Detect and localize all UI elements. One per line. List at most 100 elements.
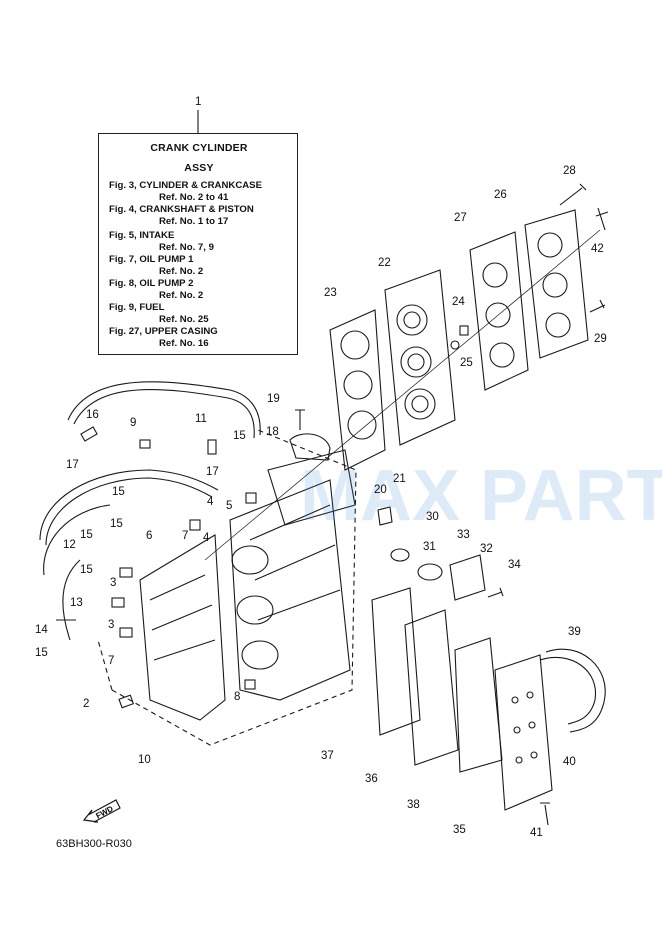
callout-label: 15 bbox=[110, 518, 123, 530]
callout-label: 38 bbox=[407, 799, 420, 811]
callout-label: 27 bbox=[454, 212, 467, 224]
callout-label: 19 bbox=[267, 393, 280, 405]
callout-label: 25 bbox=[460, 357, 473, 369]
callout-label: 39 bbox=[568, 626, 581, 638]
exhaust-cover-35 bbox=[494, 654, 553, 811]
callout-label: 29 bbox=[594, 333, 607, 345]
spark-plug bbox=[595, 207, 609, 231]
gasket-37 bbox=[371, 587, 421, 736]
callout-label: 7 bbox=[182, 530, 189, 542]
callout-label: 15 bbox=[80, 564, 93, 576]
legend-line: Ref. No. 16 bbox=[159, 338, 209, 349]
callout-label: 15 bbox=[35, 647, 48, 659]
callout-label: 17 bbox=[206, 466, 219, 478]
legend-line: Fig. 8, OIL PUMP 2 bbox=[109, 278, 194, 289]
callout-label: 31 bbox=[423, 541, 436, 553]
head-cover bbox=[524, 209, 589, 359]
assembly-dashed-outline bbox=[111, 429, 357, 746]
callout-label: 13 bbox=[70, 597, 83, 609]
callout-label: 12 bbox=[63, 539, 76, 551]
legend-line: Ref. No. 7, 9 bbox=[159, 242, 214, 253]
callout-label: 16 bbox=[86, 409, 99, 421]
legend-line: Ref. No. 2 to 41 bbox=[159, 192, 229, 203]
legend-line: Ref. No. 25 bbox=[159, 314, 209, 325]
thermostat-cover-32 bbox=[449, 554, 486, 601]
callout-label: 28 bbox=[563, 165, 576, 177]
hose-39 bbox=[539, 656, 597, 725]
callout-label: 5 bbox=[226, 500, 233, 512]
callout-label: 11 bbox=[195, 413, 207, 425]
callout-label: 17 bbox=[66, 459, 79, 471]
callout-label: 4 bbox=[203, 532, 210, 544]
callout-label: 15 bbox=[233, 430, 246, 442]
bolt-34 bbox=[487, 587, 504, 598]
cover-holes bbox=[511, 691, 538, 764]
callout-label: 10 bbox=[138, 754, 151, 766]
cylinder-head bbox=[384, 269, 456, 446]
callout-label: 14 bbox=[35, 624, 48, 636]
legend-line: Fig. 4, CRANKSHAFT & PISTON bbox=[109, 204, 254, 215]
callout-label: 40 bbox=[563, 756, 576, 768]
callout-label: 22 bbox=[378, 257, 391, 269]
head-gasket bbox=[329, 309, 386, 471]
hose-lower bbox=[39, 469, 219, 541]
callout-label: 3 bbox=[110, 577, 117, 589]
callout-label: 24 bbox=[452, 296, 465, 308]
bolt-29 bbox=[589, 299, 606, 313]
thermostat-31 bbox=[390, 548, 410, 562]
callout-label: 4 bbox=[207, 496, 214, 508]
callout-label: 32 bbox=[480, 543, 493, 555]
legend-line: Fig. 5, INTAKE bbox=[109, 230, 175, 241]
washer-25 bbox=[450, 340, 460, 350]
legend-line: Fig. 3, CYLINDER & CRANKCASE bbox=[109, 180, 262, 191]
cylinder-block bbox=[229, 479, 351, 701]
callout-label: 2 bbox=[83, 698, 90, 710]
callout-label: 33 bbox=[457, 529, 470, 541]
gasket-33 bbox=[417, 563, 443, 581]
callout-label: 23 bbox=[324, 287, 337, 299]
legend-line: Ref. No. 2 bbox=[159, 290, 204, 301]
callout-label: 7 bbox=[108, 655, 115, 667]
callout-label: 42 bbox=[591, 243, 604, 255]
bolt-28 bbox=[559, 183, 587, 206]
gasket-38 bbox=[454, 637, 503, 773]
callout-label: 15 bbox=[112, 486, 125, 498]
callout-label: 36 bbox=[365, 773, 378, 785]
legend-line: Fig. 27, UPPER CASING bbox=[109, 326, 218, 337]
callout-label: 37 bbox=[321, 750, 334, 762]
fitting-24 bbox=[459, 325, 469, 336]
fwd-arrow-icon: FWD bbox=[82, 799, 121, 823]
legend-title: CRANK CYLINDER bbox=[150, 142, 248, 154]
callout-label: 35 bbox=[453, 824, 466, 836]
hose-upper bbox=[67, 381, 261, 436]
cover-plate-36 bbox=[404, 609, 459, 766]
callout-label: 6 bbox=[146, 530, 153, 542]
callout-label: 8 bbox=[234, 691, 241, 703]
callout-label: 41 bbox=[530, 827, 543, 839]
crankcase-left bbox=[139, 534, 226, 721]
bolt-41 bbox=[540, 802, 550, 826]
callout-label: 30 bbox=[426, 511, 439, 523]
callout-label: 21 bbox=[393, 473, 406, 485]
callout-label: 9 bbox=[130, 417, 137, 429]
callout-label: 34 bbox=[508, 559, 521, 571]
clamp-18 bbox=[289, 433, 331, 461]
legend-line: Ref. No. 1 to 17 bbox=[159, 216, 229, 227]
callout-label: 3 bbox=[108, 619, 115, 631]
callout-label: 1 bbox=[195, 96, 202, 108]
legend-line: Fig. 9, FUEL bbox=[109, 302, 165, 313]
legend-subtitle: ASSY bbox=[184, 162, 214, 174]
legend-line: Fig. 7, OIL PUMP 1 bbox=[109, 254, 194, 265]
figure-code: 63BH300-R030 bbox=[56, 838, 132, 850]
callout-label: 18 bbox=[266, 426, 279, 438]
callout-label: 15 bbox=[80, 529, 93, 541]
legend-box: CRANK CYLINDER ASSY Fig. 3, CYLINDER & C… bbox=[98, 133, 298, 355]
callout-label: 26 bbox=[494, 189, 507, 201]
cover-gasket bbox=[469, 231, 529, 391]
callout-label: 20 bbox=[374, 484, 387, 496]
bracket-20 bbox=[377, 506, 393, 526]
legend-line: Ref. No. 2 bbox=[159, 266, 204, 277]
bolt-19 bbox=[295, 409, 305, 430]
watermark-text: MAX PARTS bbox=[300, 456, 662, 536]
